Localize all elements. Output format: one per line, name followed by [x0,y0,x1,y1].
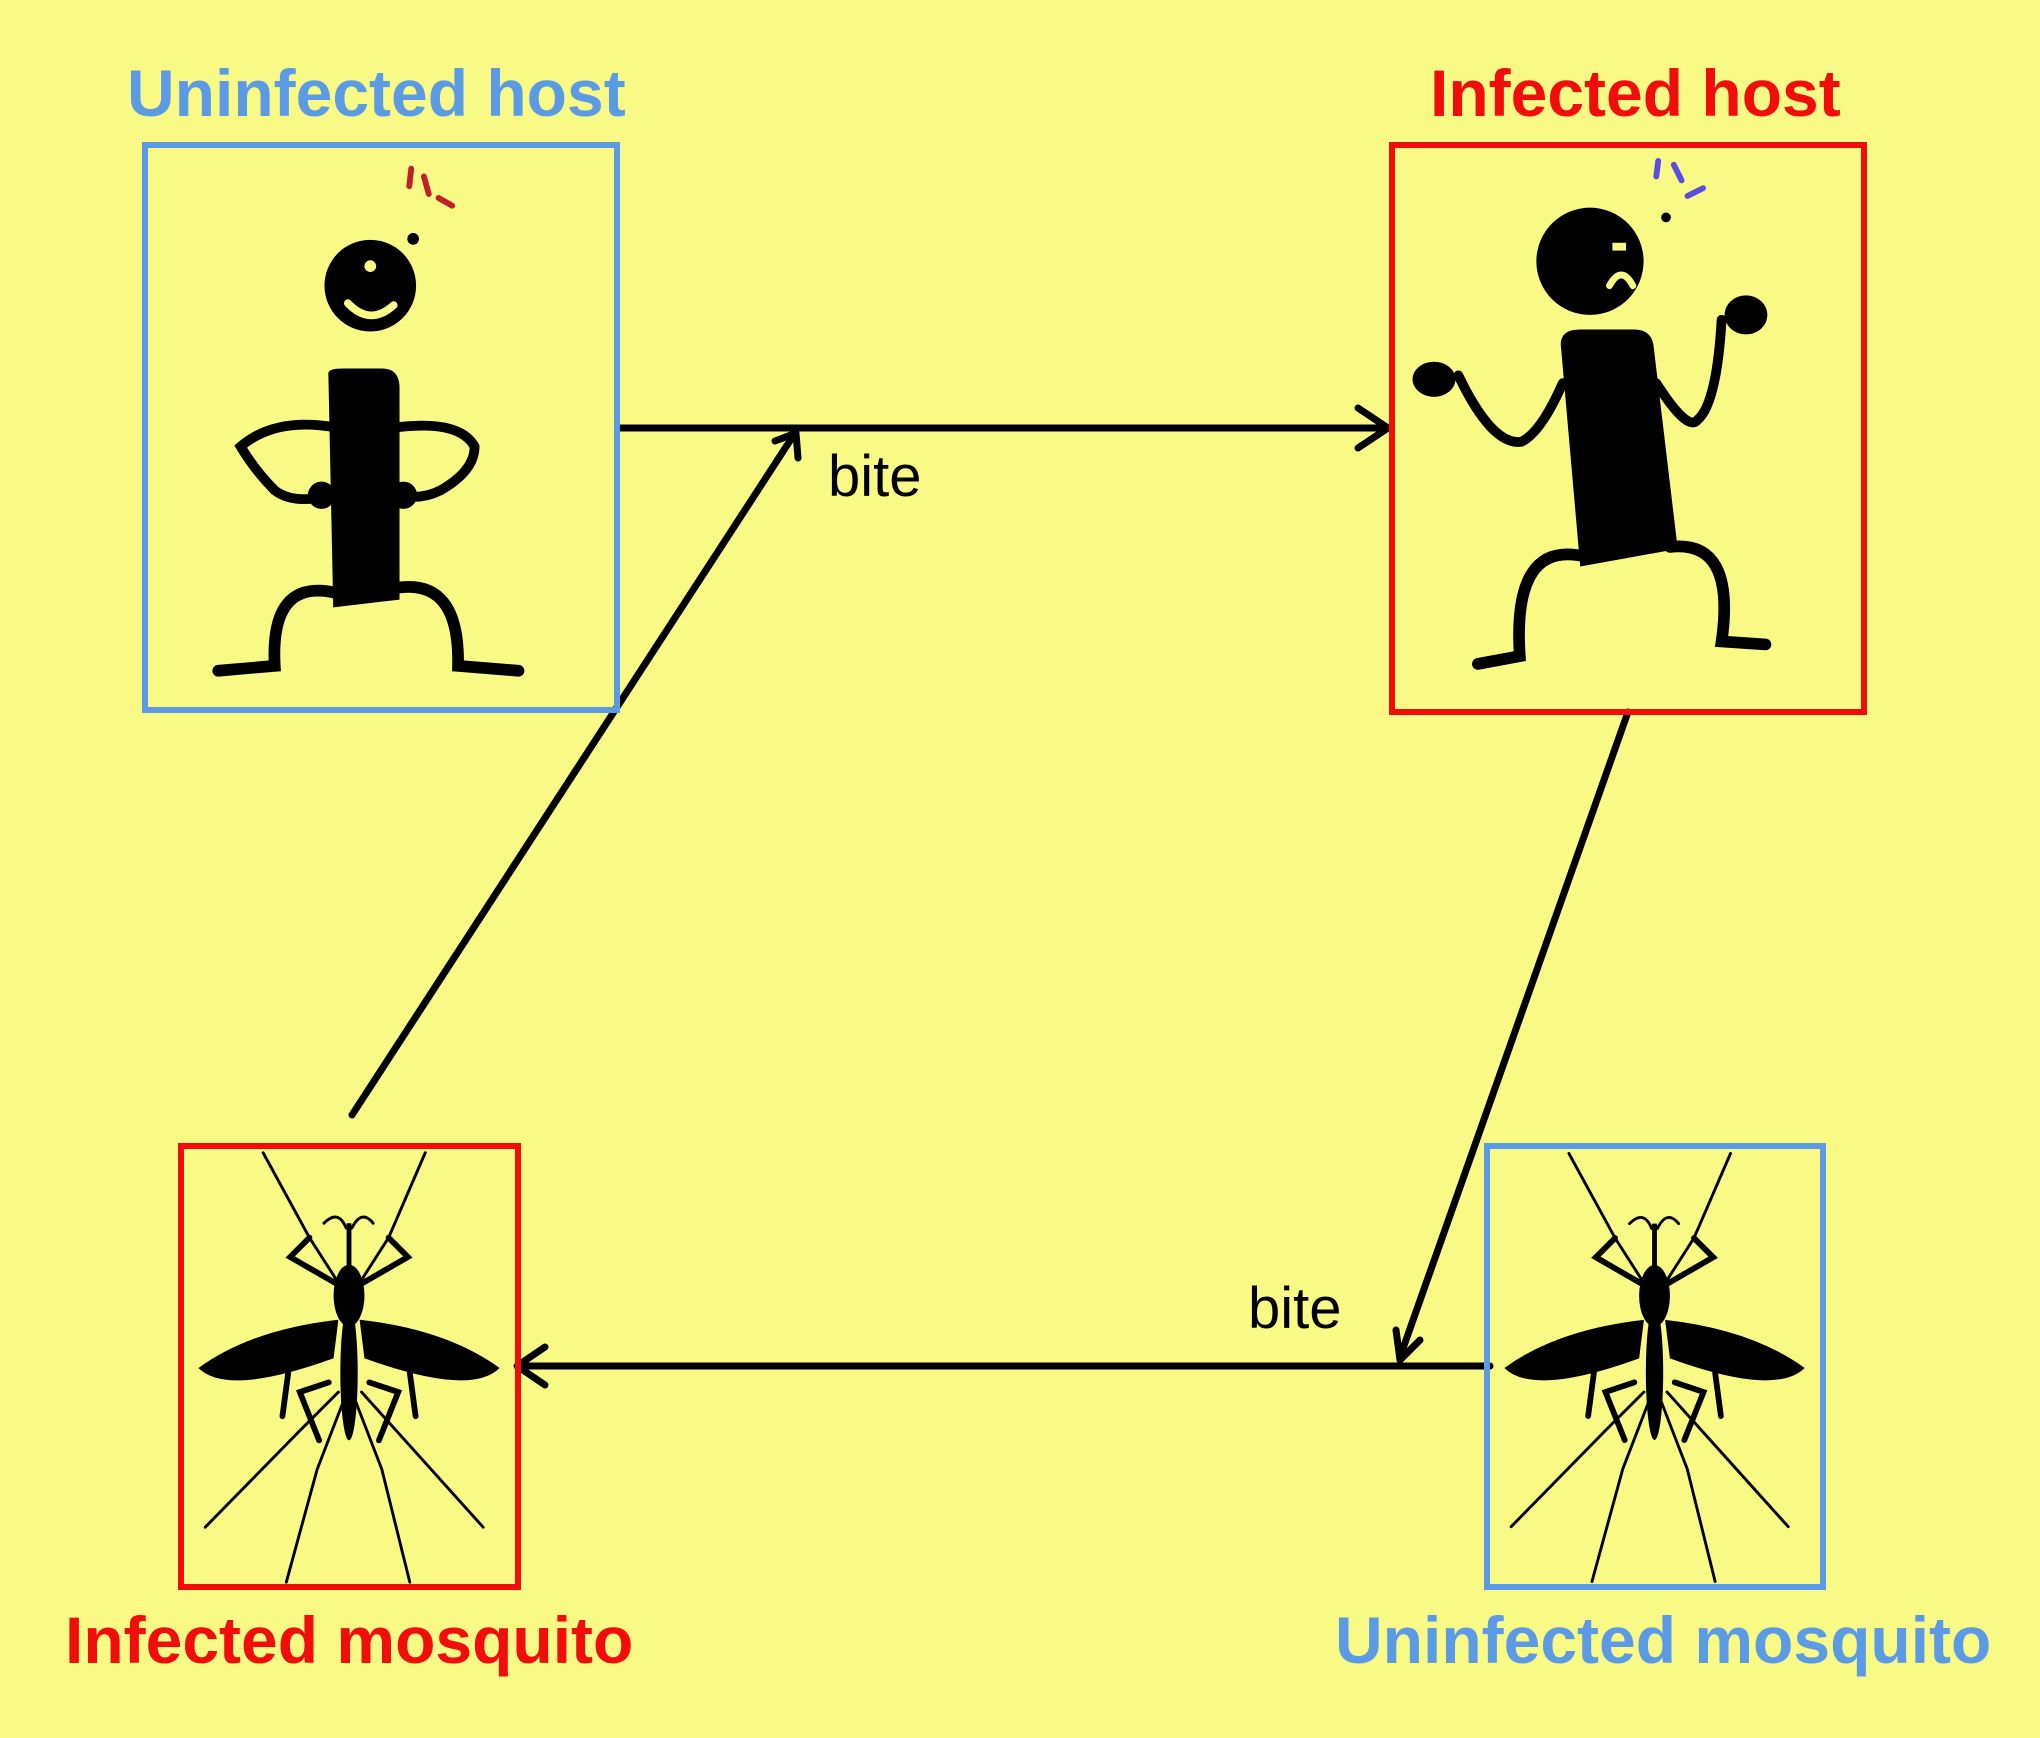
mosquito-icon [1504,1151,1805,1583]
arrow-mosquito-to-host [348,429,799,1119]
mosquito-icon [198,1151,500,1584]
happy-person-icon [212,165,525,677]
uninfected-mosquito-box [1484,1143,1826,1590]
infected-host-box [1389,142,1867,715]
arrow-host-to-mosquito [1396,708,1632,1361]
sick-person-icon [1412,157,1772,670]
arrowhead-host-to-host [1354,404,1392,452]
arrowhead-host-to-mosquito [1392,1326,1424,1364]
bite-label-upper: bite [828,444,922,509]
arrowhead-mosquito-to-host [771,429,802,462]
infected-mosquito-box [178,1143,521,1590]
infected-mosquito-title: Infected mosquito [65,1603,634,1677]
bite-label-lower: bite [1248,1276,1342,1341]
uninfected-mosquito-title: Uninfected mosquito [1335,1603,1992,1677]
infected-host-title: Infected host [1430,56,1841,130]
uninfected-host-title: Uninfected host [127,56,626,130]
uninfected-host-box [142,142,620,713]
